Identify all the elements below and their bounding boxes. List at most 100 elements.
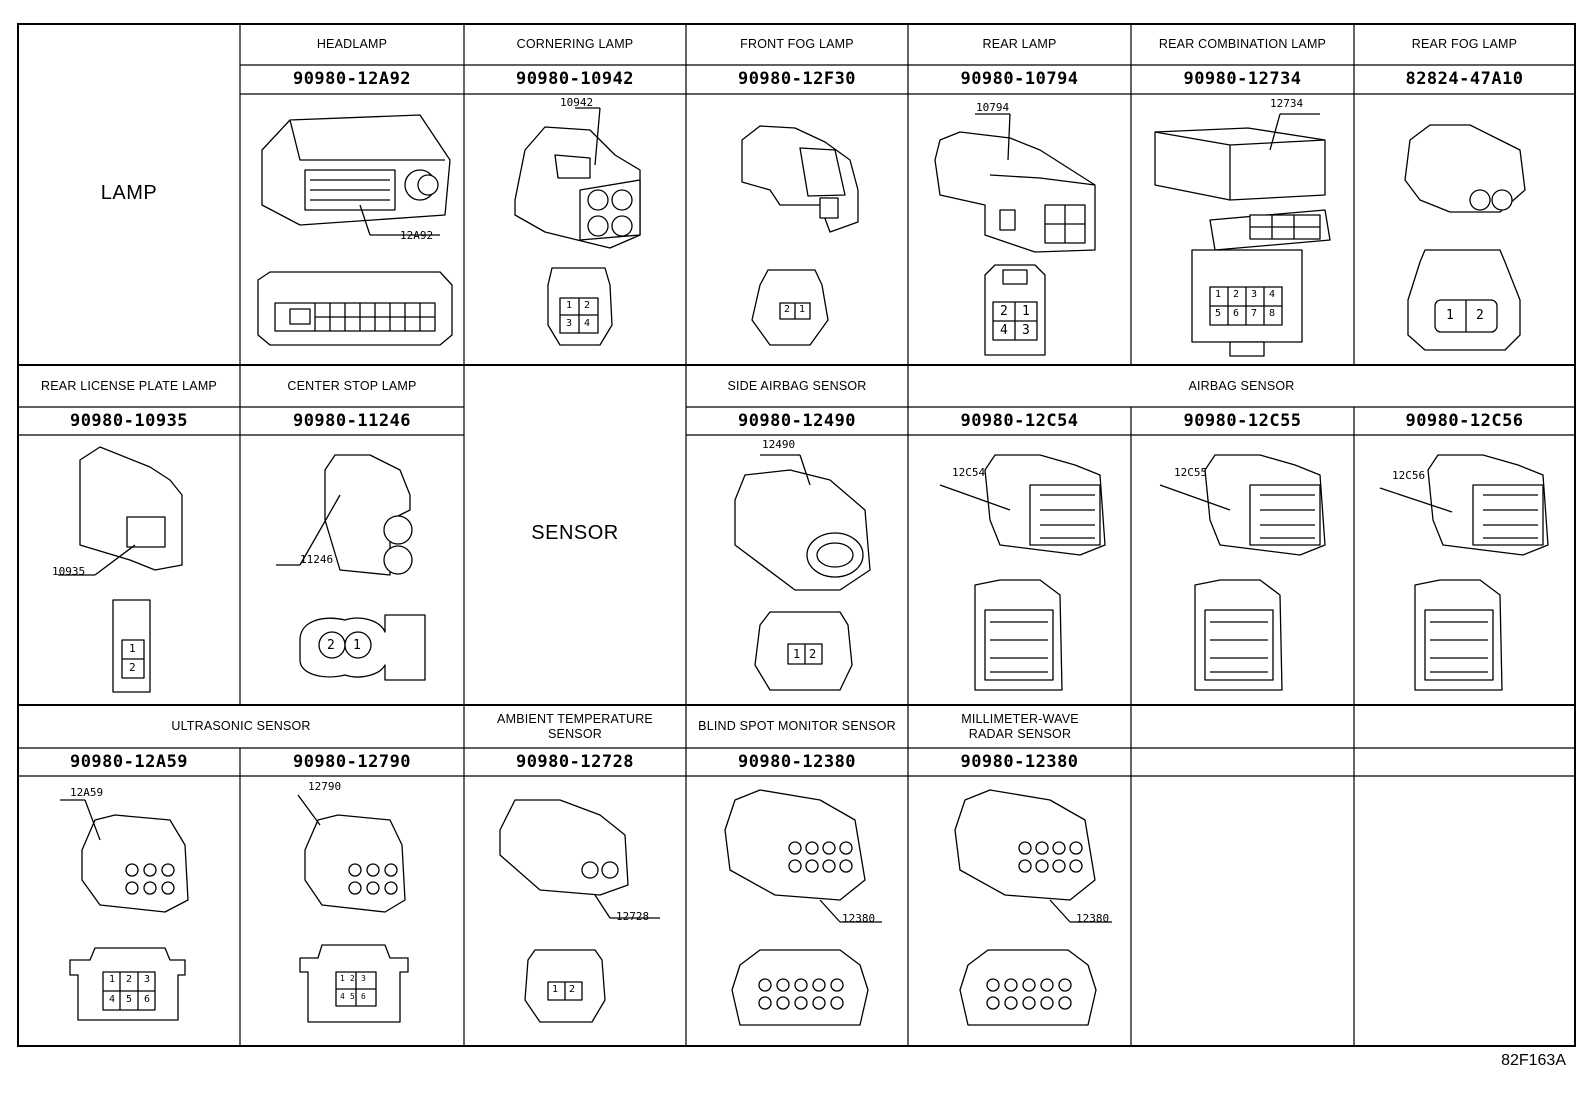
part-number: 82824-47A10: [1405, 69, 1524, 89]
part-number: 90980-12790: [292, 752, 412, 772]
airbag-sensor-connector-12c56: [1379, 454, 1549, 691]
side-airbag-sensor-connector: [734, 454, 871, 691]
cell-title: ULTRASONIC SENSOR: [171, 719, 311, 733]
pin-label: 4: [1269, 289, 1276, 300]
part-number: 90980-12F30: [737, 69, 857, 89]
part-number: 90980-12C54: [960, 411, 1079, 431]
pin-label: 1: [552, 984, 559, 995]
pin-label: 3: [1251, 289, 1258, 300]
pin-label: 4: [109, 994, 116, 1005]
cell-title: REAR FOG LAMP: [1411, 37, 1518, 51]
pin-label: 1: [109, 974, 116, 985]
cell-title: CENTER STOP LAMP: [287, 378, 417, 393]
pin-label: 2: [569, 984, 576, 995]
pin-label: 1: [1215, 289, 1222, 300]
cell-title: REAR COMBINATION LAMP: [1158, 37, 1327, 51]
part-number: 90980-12A59: [69, 752, 189, 772]
rear-license-plate-lamp-connector: [58, 446, 183, 693]
headlamp-connector: [257, 114, 453, 346]
pin-label: 1: [353, 638, 361, 653]
callout-label: 12490: [762, 438, 796, 451]
pin-label: 2: [1000, 304, 1008, 319]
part-number: 90980-12490: [737, 411, 857, 431]
ultrasonic-sensor-connector-12a59: [60, 799, 189, 1021]
pin-label: 5: [1215, 308, 1222, 319]
part-number: 90980-10935: [69, 411, 189, 431]
callout-label: 12790: [308, 780, 342, 793]
cell-title: HEADLAMP: [316, 37, 388, 51]
part-number: 90980-12A92: [292, 69, 412, 89]
pin-label: 4: [1000, 323, 1008, 338]
airbag-sensor-connector-12c54: [939, 454, 1106, 691]
cell-title: SIDE AIRBAG SENSOR: [727, 378, 867, 393]
callout-label: 12734: [1270, 97, 1304, 110]
airbag-sensor-connector-12c55: [1159, 454, 1326, 691]
rear-fog-lamp-connector: [1404, 124, 1526, 351]
pin-label: 3: [144, 974, 151, 985]
pin-label: 1: [799, 304, 806, 315]
callout-label: 12728: [616, 910, 650, 923]
pin-label: 6: [1233, 308, 1240, 319]
pin-label: 1: [1446, 308, 1454, 323]
part-number: 90980-12380: [737, 752, 857, 772]
pin-label: 7: [1251, 308, 1258, 319]
pin-label: 2: [1476, 308, 1484, 323]
pin-label: 4: [340, 992, 345, 1001]
cornering-lamp-connector: [514, 107, 641, 346]
ultrasonic-sensor-connector-12790: [297, 794, 409, 1023]
pin-label: 2: [1233, 289, 1240, 300]
pin-label: 2: [584, 300, 591, 311]
center-stop-lamp-connector: [276, 454, 426, 681]
pin-label: 1: [129, 642, 136, 655]
cell-title: MILLIMETER-WAVE RADAR SENSOR: [961, 711, 1079, 741]
pin-label: 2: [809, 647, 817, 661]
front-fog-lamp-connector: [741, 125, 859, 346]
pin-label: 2: [350, 974, 355, 983]
cell-title: REAR LAMP: [982, 37, 1057, 51]
pin-label: 6: [361, 992, 366, 1001]
callout-label: 10942: [560, 96, 594, 109]
part-number: 90980-12734: [1183, 69, 1302, 89]
pin-label: 6: [144, 994, 151, 1005]
pin-label: 1: [566, 300, 573, 311]
pin-label: 2: [784, 304, 791, 315]
millimeter-wave-radar-sensor-connector: [954, 789, 1112, 1026]
figure-code: 82F163A: [1501, 1052, 1566, 1069]
pin-label: 3: [361, 974, 366, 983]
cell-title: BLIND SPOT MONITOR SENSOR: [698, 719, 896, 733]
cell-title: CORNERING LAMP: [516, 37, 634, 51]
pin-label: 4: [584, 318, 591, 329]
pin-label: 3: [1022, 323, 1030, 338]
part-number: 90980-12728: [515, 752, 635, 772]
section-label-lamp: LAMP: [100, 182, 158, 204]
pin-label: 5: [126, 994, 133, 1005]
rear-combination-lamp-connector: [1154, 113, 1331, 357]
callout-label: 12C54: [952, 466, 986, 479]
pin-label: 3: [566, 318, 573, 329]
blind-spot-monitor-sensor-connector: [724, 789, 882, 1026]
callout-label: 11246: [300, 553, 334, 566]
cell-title: AIRBAG SENSOR: [1188, 378, 1295, 393]
section-label-sensor: SENSOR: [531, 522, 619, 544]
ambient-temperature-sensor-connector: [499, 799, 660, 1023]
callout-label: 12C56: [1392, 469, 1426, 482]
part-number: 90980-10794: [960, 69, 1079, 89]
pin-label: 2: [126, 974, 133, 985]
callout-label: 10794: [976, 101, 1010, 114]
callout-label: 12A59: [70, 786, 104, 799]
part-number: 90980-11246: [292, 411, 412, 431]
pin-label: 1: [793, 647, 801, 661]
rear-lamp-connector: [934, 113, 1096, 356]
part-number: 90980-10942: [515, 69, 635, 89]
cell-title: REAR LICENSE PLATE LAMP: [41, 378, 217, 393]
pin-label: 5: [350, 992, 355, 1001]
part-number: 90980-12C55: [1183, 411, 1302, 431]
part-number: 90980-12380: [960, 752, 1079, 772]
pin-label: 1: [340, 974, 345, 983]
part-number: 90980-12C56: [1405, 411, 1524, 431]
pin-label: 1: [1022, 304, 1030, 319]
cell-title: FRONT FOG LAMP: [740, 37, 854, 51]
